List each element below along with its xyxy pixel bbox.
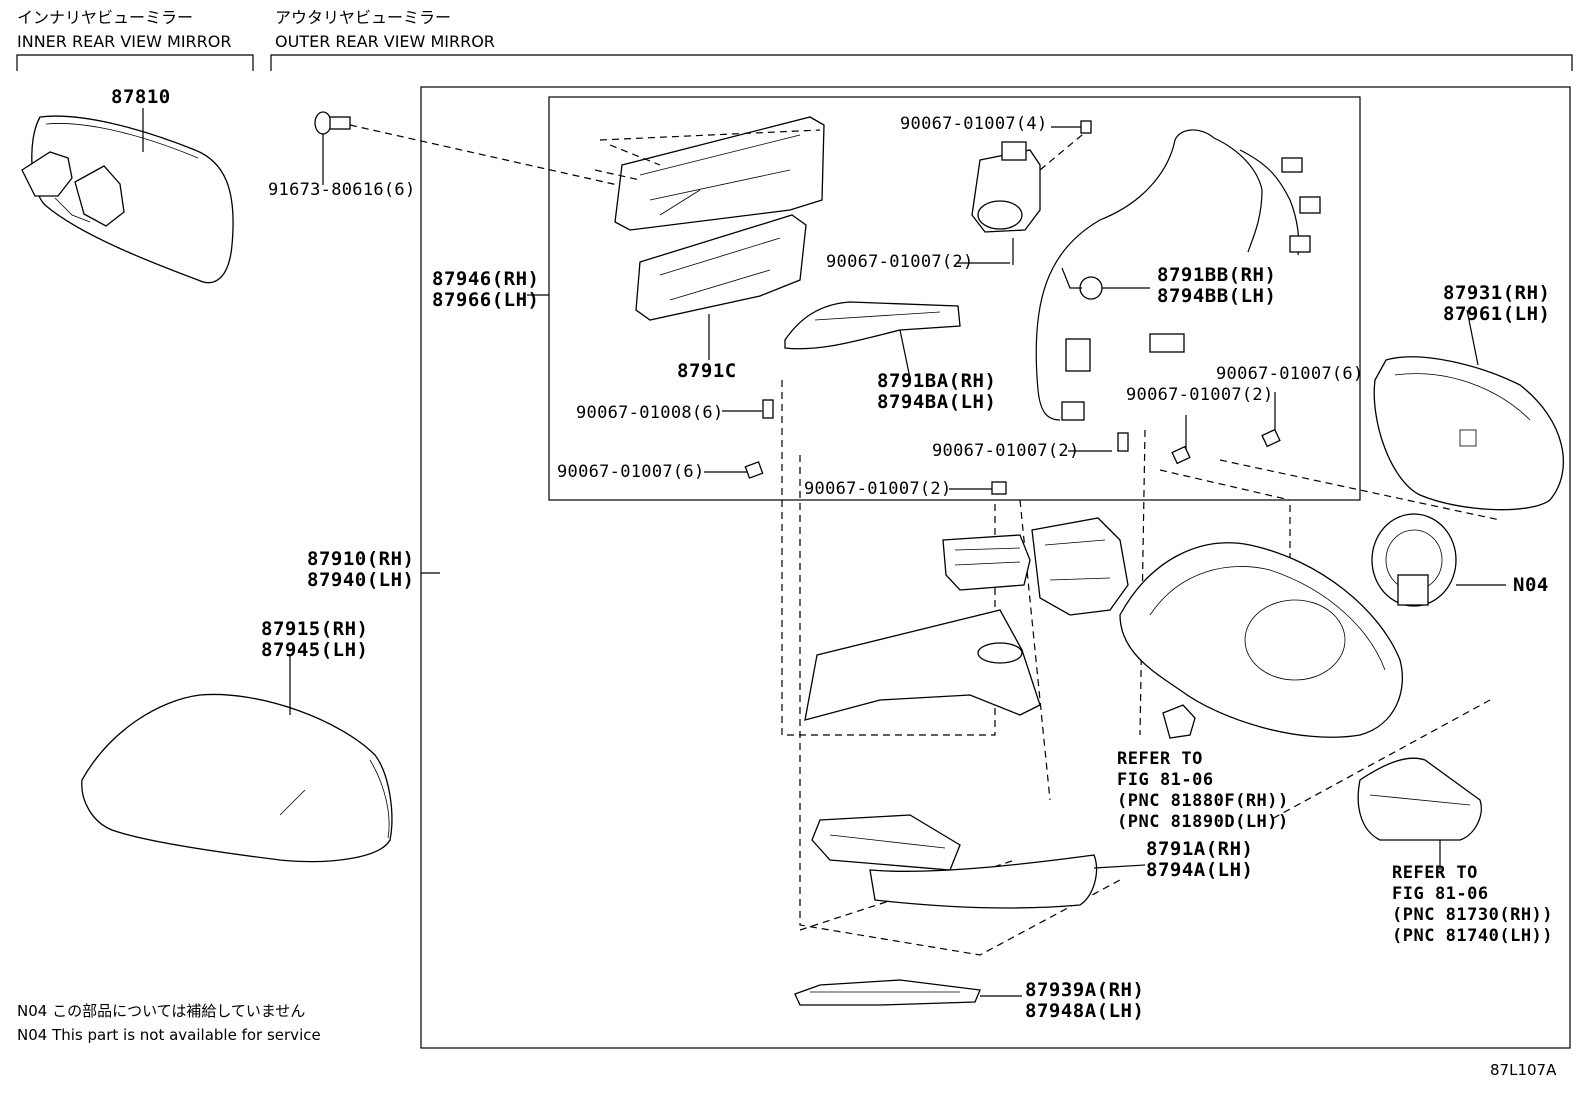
inner-mirror-header-jp: インナリヤビューミラー — [17, 8, 194, 27]
label-8791BA: 8791BA(RH) — [877, 370, 997, 392]
label-91673: 91673-80616(6) — [268, 180, 416, 200]
label-87945: 87945(LH) — [261, 639, 369, 661]
label-90067-2a: 90067-01007(2) — [826, 252, 974, 272]
label-87961: 87961(LH) — [1443, 303, 1551, 325]
garnish-87939A — [794, 979, 1022, 1006]
label-87946: 87946(RH) — [432, 268, 540, 290]
label-87810: 87810 — [111, 86, 171, 108]
label-87915: 87915(RH) — [261, 618, 369, 640]
inner-mirror-part — [21, 108, 234, 284]
figure-code: 87L107A — [1490, 1061, 1557, 1079]
outer-mirror-header-jp: アウタリヤビューミラー — [275, 8, 452, 27]
ref2-line-3: (PNC 81730(RH)) — [1392, 905, 1554, 925]
mirror-cover-8791BA — [784, 301, 961, 379]
label-8791BB: 8791BB(RH) — [1157, 264, 1277, 286]
label-90067-2b: 90067-01007(2) — [804, 479, 952, 499]
label-8794BA: 8794BA(LH) — [877, 391, 997, 413]
label-87966: 87966(LH) — [432, 289, 540, 311]
mirror-holder-plates — [527, 116, 825, 360]
side-lamp-81730 — [1357, 757, 1482, 870]
sub-assembly-frame — [548, 96, 1361, 501]
outer-mirror-bracket — [270, 54, 1573, 71]
label-90067-01008: 90067-01008(6) — [576, 403, 724, 423]
label-8791C: 8791C — [677, 360, 737, 382]
label-87910: 87910(RH) — [307, 548, 415, 570]
ref2-line-2: FIG 81-06 — [1392, 884, 1489, 904]
label-8794BB: 8794BB(LH) — [1157, 285, 1277, 307]
turn-signal-8791A — [811, 814, 1146, 909]
label-8791A: 8791A(RH) — [1146, 838, 1254, 860]
outer-mirror-frame — [420, 86, 1571, 1049]
label-n04: N04 — [1513, 574, 1549, 596]
label-90067-2d: 90067-01007(2) — [1126, 385, 1274, 405]
small-screws — [704, 392, 1281, 495]
n04-actuator — [1371, 513, 1506, 607]
label-90067-2c: 90067-01007(2) — [932, 441, 1080, 461]
ref2-line-1: REFER TO — [1392, 863, 1478, 883]
ref1-line-4: (PNC 81890D(LH)) — [1117, 812, 1289, 832]
note-jp: N04 この部品については補給していません — [17, 1002, 306, 1020]
actuator-motor — [956, 120, 1092, 265]
outer-mirror-header-en: OUTER REAR VIEW MIRROR — [275, 32, 495, 51]
label-87931: 87931(RH) — [1443, 282, 1551, 304]
label-90067-4: 90067-01007(4) — [900, 114, 1048, 134]
screw-91673 — [314, 111, 641, 191]
inner-mirror-bracket — [16, 54, 254, 71]
mirror-housing-assembly — [421, 517, 1404, 739]
ref1-line-3: (PNC 81880F(RH)) — [1117, 791, 1289, 811]
note-en: N04 This part is not available for servi… — [17, 1026, 321, 1044]
label-87939A: 87939A(RH) — [1025, 979, 1145, 1001]
label-90067-6b: 90067-01007(6) — [1216, 364, 1364, 384]
ref1-line-1: REFER TO — [1117, 749, 1203, 769]
inner-mirror-header-en: INNER REAR VIEW MIRROR — [17, 32, 232, 51]
ref1-line-2: FIG 81-06 — [1117, 770, 1214, 790]
label-8794A: 8794A(LH) — [1146, 859, 1254, 881]
label-87940: 87940(LH) — [307, 569, 415, 591]
wire-harness-8791BB — [1035, 129, 1321, 421]
label-87948A: 87948A(LH) — [1025, 1000, 1145, 1022]
mirror-cover-87915 — [81, 656, 393, 863]
mirror-glass-87931 — [1373, 309, 1564, 511]
ref2-line-4: (PNC 81740(LH)) — [1392, 926, 1554, 946]
label-90067-6a: 90067-01007(6) — [557, 462, 705, 482]
